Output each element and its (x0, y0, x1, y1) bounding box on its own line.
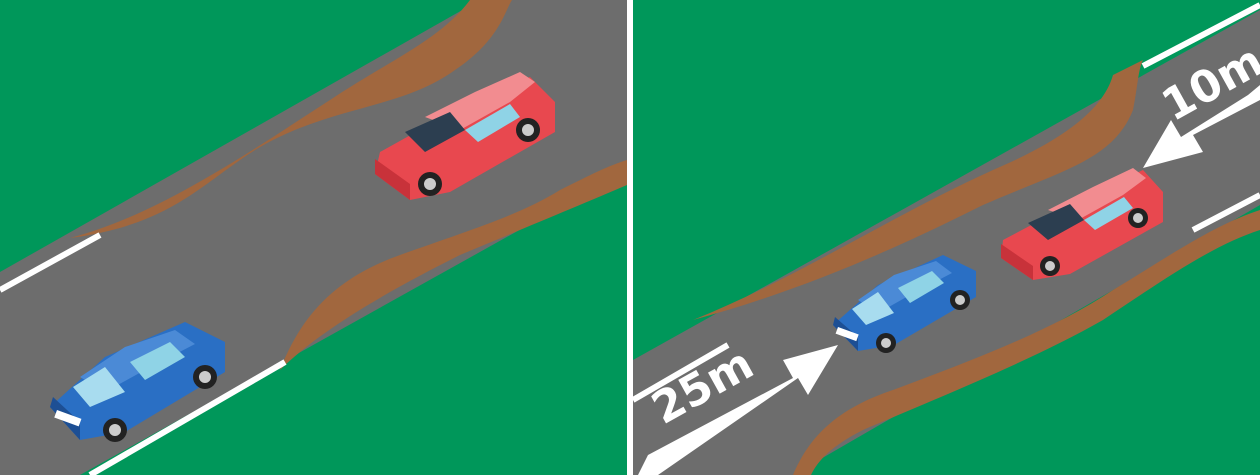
road-scene-illustration (0, 0, 627, 475)
scene-panel-2: 25m 10m (633, 0, 1260, 475)
road-scene-illustration-distances: 25m 10m (633, 0, 1260, 475)
scene-panel-1 (0, 0, 627, 475)
